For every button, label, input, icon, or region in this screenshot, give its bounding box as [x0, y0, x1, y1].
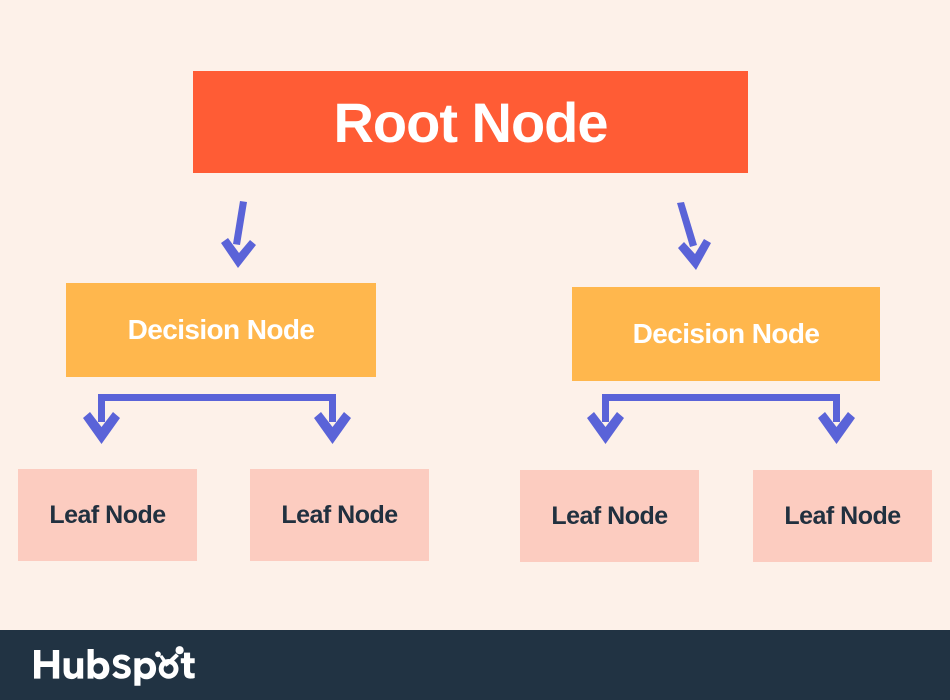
- decision-node-right: Decision Node: [572, 287, 880, 381]
- hubspot-sprocket-icon: [34, 646, 195, 686]
- decision-node-left: Decision Node: [66, 283, 376, 377]
- arrow-root-to-decision-right: [677, 202, 711, 270]
- connector-decision-left-to-leaves: [83, 394, 351, 444]
- leaf-node-4: Leaf Node: [753, 470, 932, 562]
- root-node: Root Node: [193, 71, 748, 173]
- leaf-node-2: Leaf Node: [250, 469, 429, 561]
- arrow-root-to-decision-left: [221, 201, 256, 268]
- leaf-node-1: Leaf Node: [18, 469, 197, 561]
- connector-decision-right-to-leaves: [587, 394, 855, 444]
- leaf-node-3: Leaf Node: [520, 470, 699, 562]
- footer-bar: [0, 630, 950, 700]
- hubspot-logo: [32, 644, 197, 686]
